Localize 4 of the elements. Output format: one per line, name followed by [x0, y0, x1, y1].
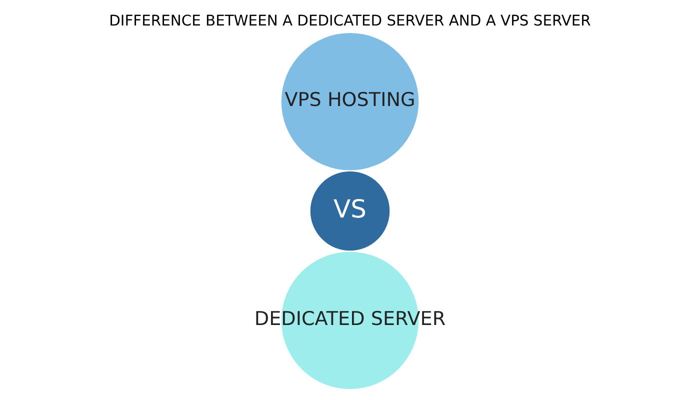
node-circle: VPS HOSTING	[281, 32, 419, 170]
node-label: DEDICATED SERVER	[254, 308, 446, 330]
diagram-title: DIFFERENCE BETWEEN A DEDICATED SERVER AND A VPS SERVER	[109, 12, 591, 30]
node-circle: VS	[310, 171, 390, 251]
